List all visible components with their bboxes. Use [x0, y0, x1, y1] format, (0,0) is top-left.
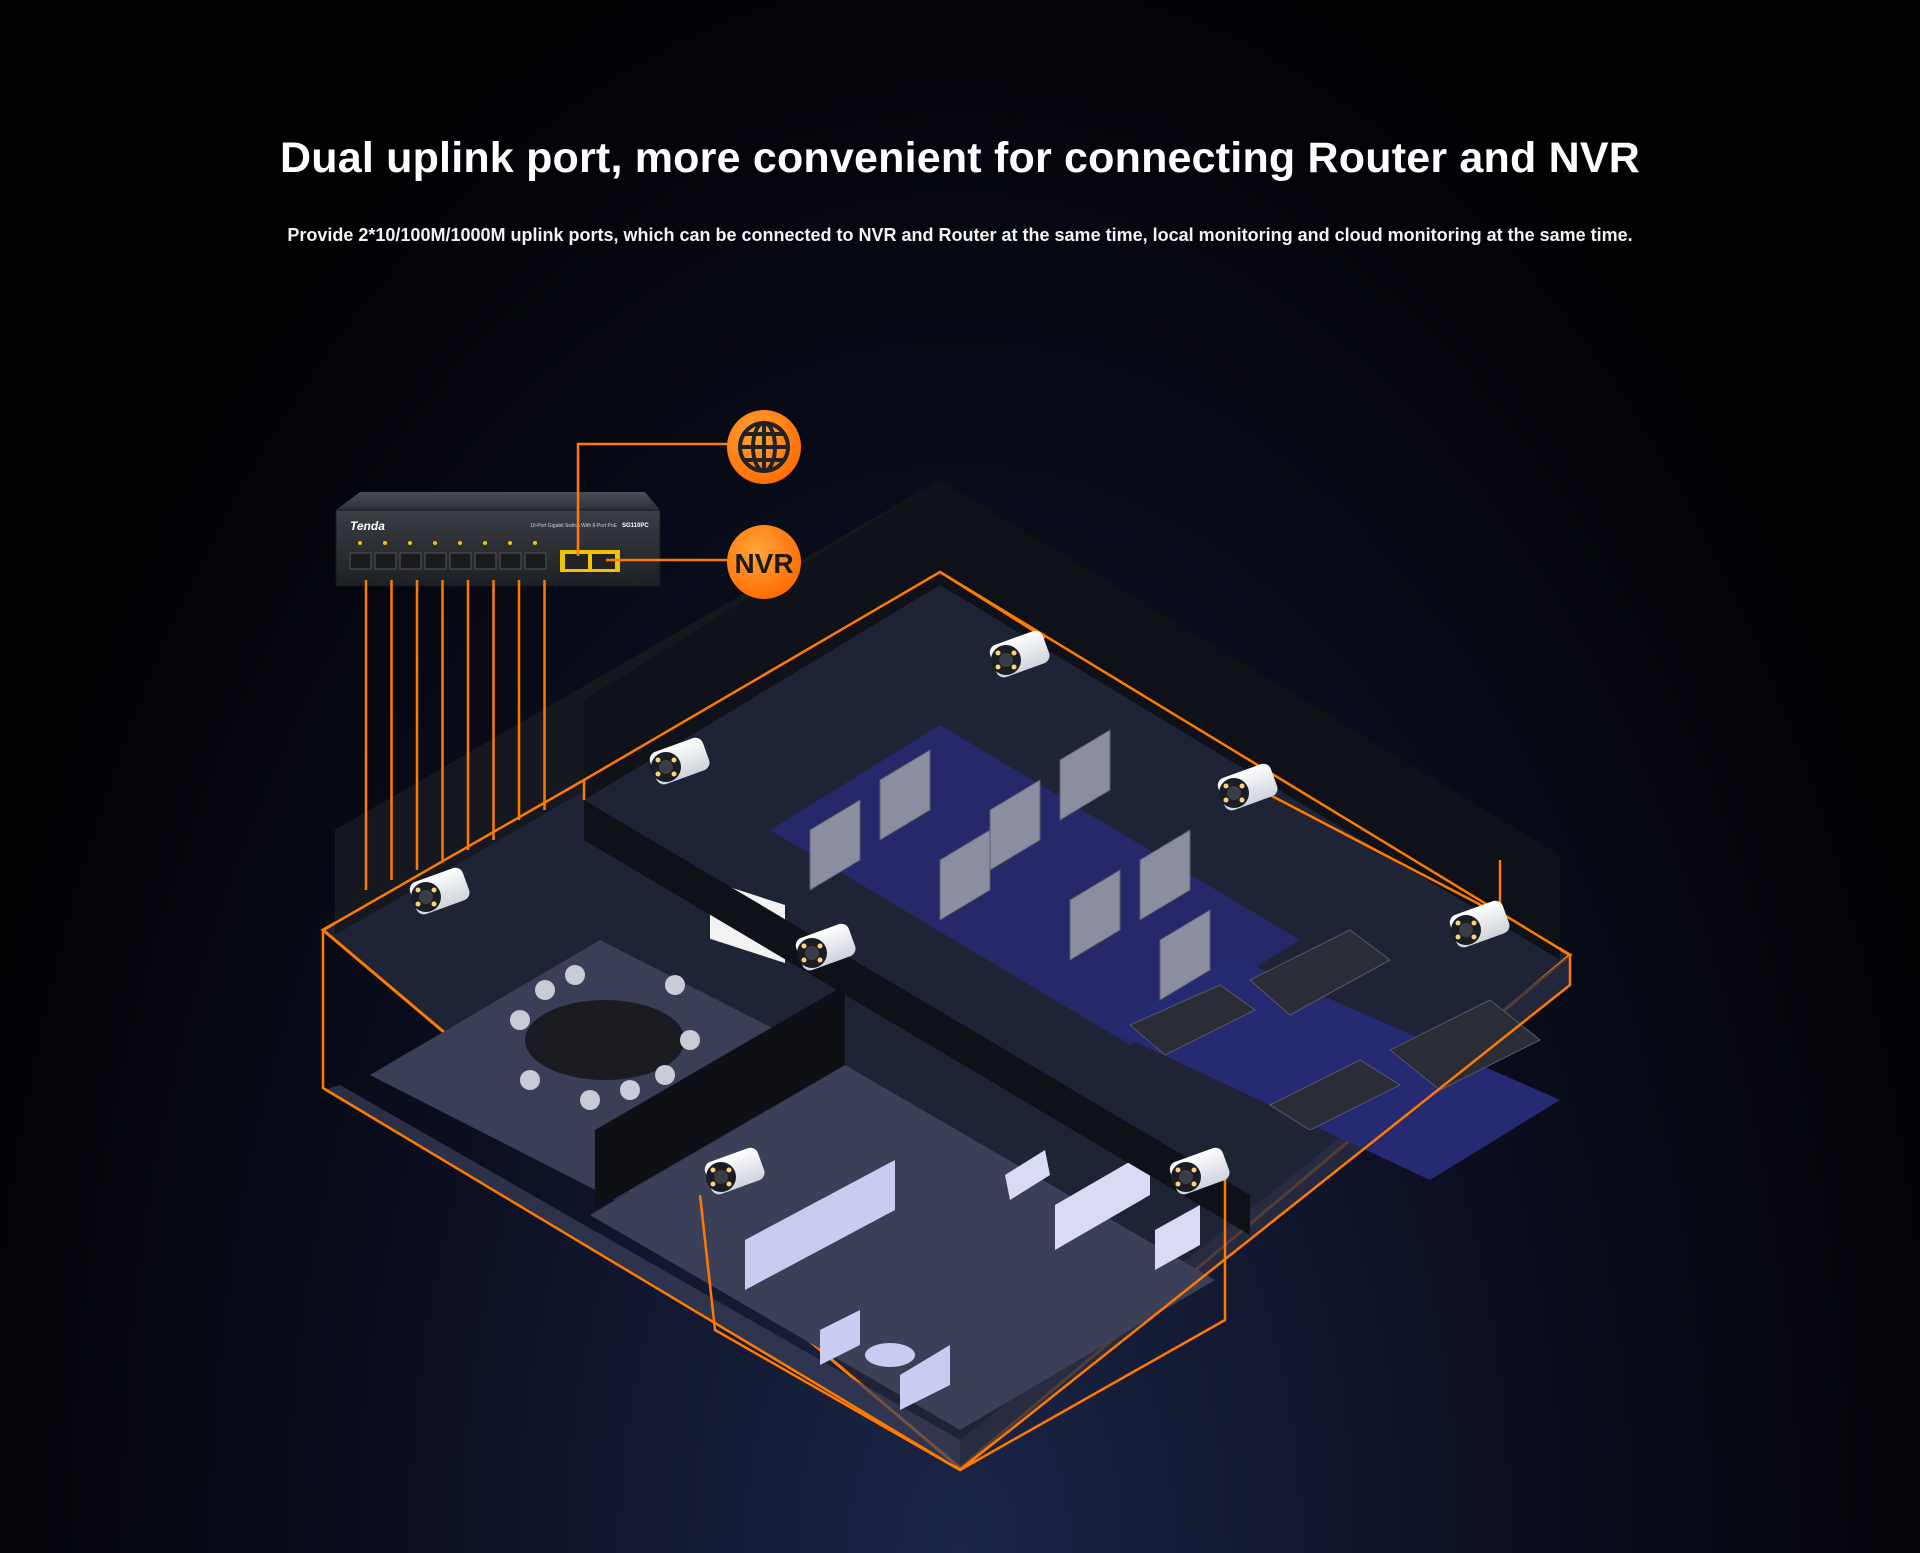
poe-port	[499, 552, 522, 570]
building-outline	[321, 570, 1572, 1472]
desks-right	[1129, 929, 1541, 1131]
switch-model: SG110PC	[622, 523, 649, 529]
port-led	[433, 541, 437, 545]
switch-description: 10-Port Gigabit Switch With 8-Port PoE	[530, 523, 618, 529]
switch-ports	[349, 541, 547, 570]
port-led	[383, 541, 387, 545]
poe-port	[374, 552, 397, 570]
page-subtitle: Provide 2*10/100M/1000M uplink ports, wh…	[287, 225, 1633, 245]
nvr-label: NVR	[734, 548, 793, 579]
poe-switch: Tenda 10-Port Gigabit Switch With 8-Port…	[335, 492, 661, 587]
interior-walls	[584, 800, 1250, 1235]
camera-icon	[1449, 900, 1510, 948]
globe-icon	[727, 410, 801, 484]
poe-cables	[364, 580, 546, 890]
poe-port	[349, 552, 372, 570]
uplink-lines	[576, 442, 730, 562]
poe-port	[474, 552, 497, 570]
poe-port	[524, 552, 547, 570]
camera-icon	[704, 1147, 765, 1195]
poe-port	[399, 552, 422, 570]
camera-icon	[1217, 763, 1278, 811]
meeting-room	[370, 880, 845, 1200]
cameras	[409, 630, 1510, 1195]
port-led	[408, 541, 412, 545]
port-led	[508, 541, 512, 545]
page-title: Dual uplink port, more convenient for co…	[279, 134, 1641, 182]
nvr-badge: NVR	[727, 525, 801, 599]
poe-port	[424, 552, 447, 570]
port-led	[533, 541, 537, 545]
camera-icon	[649, 737, 710, 785]
switch-brand: Tenda	[350, 519, 385, 533]
camera-icon	[795, 923, 856, 971]
camera-icon	[989, 630, 1050, 678]
poe-port	[449, 552, 472, 570]
port-led	[483, 541, 487, 545]
back-walls	[335, 480, 1560, 960]
camera-icon	[1169, 1147, 1230, 1195]
port-led	[458, 541, 462, 545]
camera-icon	[409, 867, 470, 915]
cubicles	[809, 729, 1211, 1001]
port-led	[358, 541, 362, 545]
